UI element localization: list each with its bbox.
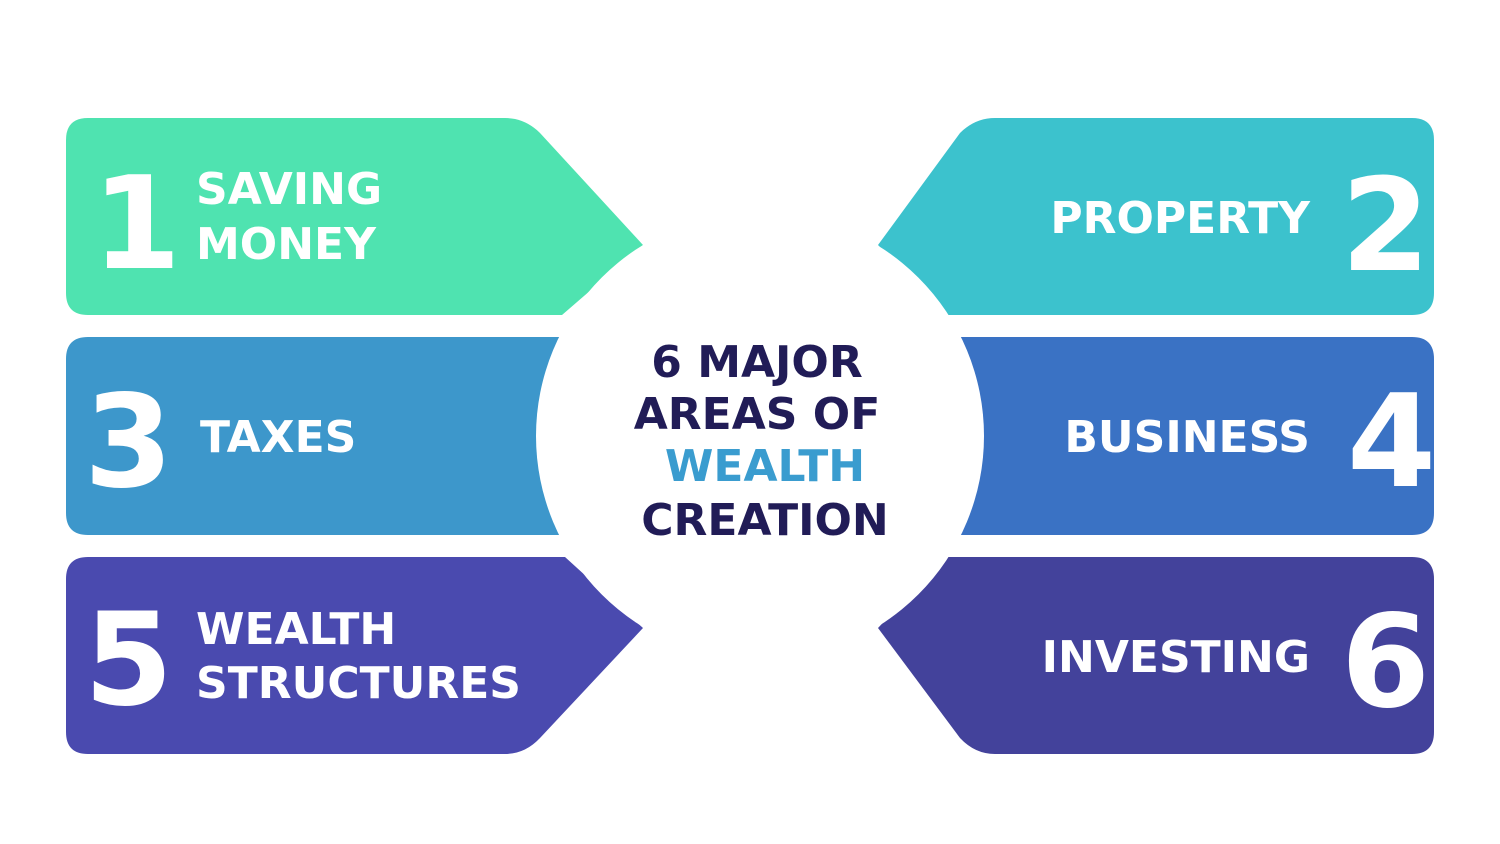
area-card-5-label-line1: WEALTH (196, 604, 396, 655)
area-card-2-label: PROPERTY (1050, 193, 1311, 244)
center-title-line1: 6 MAJOR (651, 337, 862, 388)
area-card-1: 1 SAVING MONEY (66, 118, 643, 315)
area-card-2: 2 PROPERTY (878, 118, 1434, 315)
area-card-6: 6 INVESTING (878, 557, 1434, 754)
area-card-6-shape (878, 557, 1434, 754)
center-title-circle: 6 MAJOR AREAS OF WEALTH CREATION (536, 212, 984, 660)
area-card-1-shape (66, 118, 643, 315)
area-card-4-number: 4 (1347, 368, 1436, 517)
area-card-4-shape (920, 337, 1434, 535)
area-card-5-number: 5 (84, 586, 173, 735)
area-card-3: 3 TAXES (66, 337, 580, 535)
area-card-3-label: TAXES (200, 412, 356, 463)
area-card-3-shape (66, 337, 580, 535)
center-title-line3: WEALTH (665, 441, 865, 492)
area-card-5: 5 WEALTH STRUCTURES (66, 557, 643, 754)
area-card-2-number: 2 (1341, 152, 1430, 301)
center-circle (536, 212, 984, 660)
area-card-1-label-line2: MONEY (196, 219, 377, 270)
area-card-1-number: 1 (92, 150, 181, 299)
area-card-6-label: INVESTING (1042, 632, 1310, 683)
center-title-line4: CREATION (641, 495, 888, 546)
area-card-5-shape (66, 557, 643, 754)
area-card-6-number: 6 (1341, 588, 1430, 737)
area-card-1-label-line1: SAVING (196, 164, 382, 215)
center-title-line2: AREAS OF (634, 389, 881, 440)
area-card-4-label: BUSINESS (1064, 412, 1310, 463)
area-card-2-shape (878, 118, 1434, 315)
area-card-3-number: 3 (84, 368, 173, 517)
area-card-4: 4 BUSINESS (920, 337, 1436, 535)
area-card-5-label-line2: STRUCTURES (196, 658, 521, 709)
